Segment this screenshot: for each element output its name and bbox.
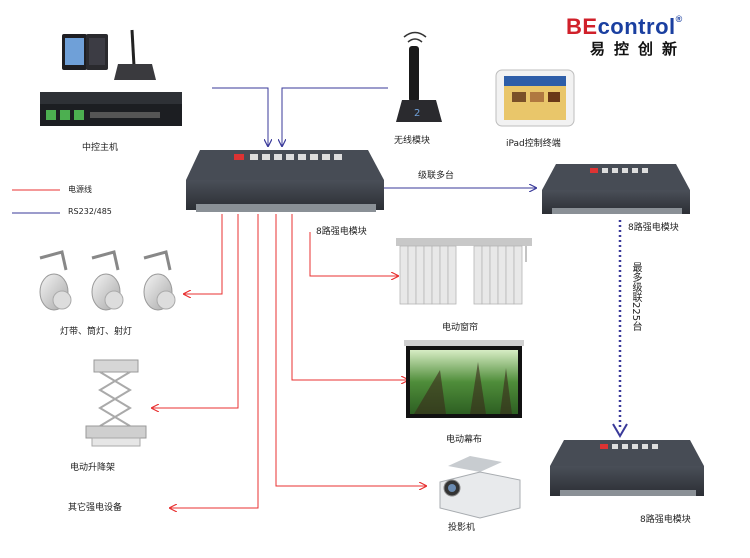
brand-slogan: 易控创新 <box>590 40 687 58</box>
power-line-screen <box>291 214 408 380</box>
max-cascade-arrow <box>612 423 628 438</box>
brand-registered-mark: ® <box>675 14 683 24</box>
central-host-device <box>40 29 182 126</box>
spotlights-device <box>39 250 176 311</box>
power-line-lights <box>184 214 223 294</box>
lift-frame-device <box>85 359 147 447</box>
legend-power-label: 电源线 <box>68 185 92 194</box>
brand-logo-part2: control <box>597 14 676 39</box>
other-devices-label: 其它强电设备 <box>68 503 123 513</box>
lift-label: 电动升降架 <box>70 463 116 473</box>
screen-label: 电动幕布 <box>446 435 483 445</box>
power-line-projector <box>275 214 426 486</box>
wireless-module-label: 无线模块 <box>394 136 431 146</box>
signal-line-host <box>212 87 268 146</box>
curtain-label: 电动窗帘 <box>442 323 479 333</box>
bottom-module-device <box>550 440 704 496</box>
lights-label: 灯带、筒灯、射灯 <box>60 327 133 337</box>
projector-device <box>439 456 521 519</box>
main-module-label: 8路强电模块 <box>316 227 367 237</box>
legend-signal-label: RS232/485 <box>68 207 112 216</box>
signal-line-wireless <box>282 87 388 146</box>
curtain-device <box>396 238 532 305</box>
cascade-module-label: 8路强电模块 <box>628 223 679 233</box>
central-host-label: 中控主机 <box>82 143 119 153</box>
svg-text:2: 2 <box>414 108 420 119</box>
wireless-module-device: 2 <box>396 31 442 122</box>
ipad-terminal-device <box>495 69 575 127</box>
power-line-other <box>170 214 259 508</box>
brand-logo: BEcontrol® 易控创新 <box>566 14 686 59</box>
projection-screen-device <box>404 340 524 418</box>
bottom-module-label: 8路强电模块 <box>640 515 691 525</box>
max-cascade-label: 最多级联225台 <box>630 262 641 332</box>
cascade-module-device <box>542 164 690 214</box>
brand-logo-part1: BE <box>566 14 598 39</box>
main-module-device <box>186 150 384 212</box>
cascade-label: 级联多台 <box>418 171 455 181</box>
power-line-lift <box>152 214 239 408</box>
power-line-curtain <box>309 232 398 276</box>
projector-label: 投影机 <box>448 523 476 533</box>
ipad-terminal-label: iPad控制终端 <box>506 139 561 149</box>
